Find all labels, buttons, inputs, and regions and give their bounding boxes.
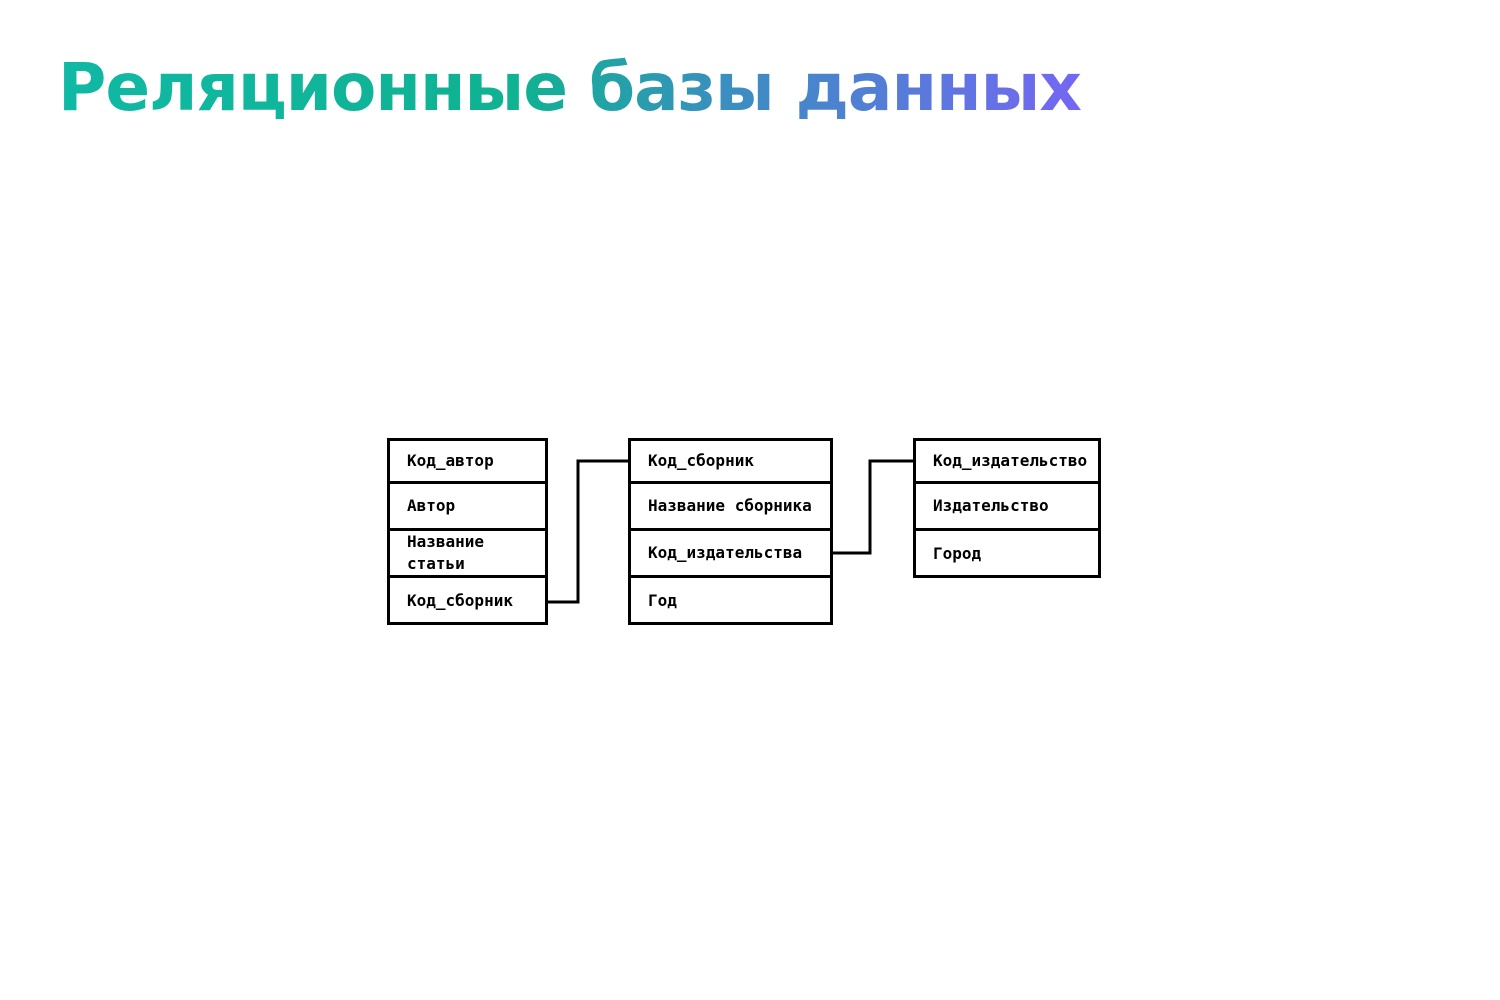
table-collections: Код_сборник Название сборника Код_издате… (628, 438, 833, 625)
field-publisher-id-fk: Код_издательства (631, 531, 830, 578)
field-publisher-id: Код_издательство (916, 441, 1098, 484)
field-author-id: Код_автор (390, 441, 545, 484)
table-publishers: Код_издательство Издательство Город (913, 438, 1101, 578)
field-collection-name: Название сборника (631, 484, 830, 531)
slide-title: Реляционные базы данных (58, 44, 1082, 132)
field-year: Год (648, 591, 677, 610)
field-city: Город (933, 544, 982, 563)
field-article-title: Название статьи (390, 531, 545, 578)
relation-authors-collections (548, 459, 628, 604)
field-publisher: Издательство (916, 484, 1098, 531)
field-collection-id: Код_сборник (631, 441, 830, 484)
table-articles: Код_автор Автор Название статьи Код_сбор… (387, 438, 548, 625)
field-author: Автор (390, 484, 545, 531)
field-collection-id-fk: Код_сборник (407, 591, 513, 610)
relation-collections-publishers (833, 459, 913, 555)
